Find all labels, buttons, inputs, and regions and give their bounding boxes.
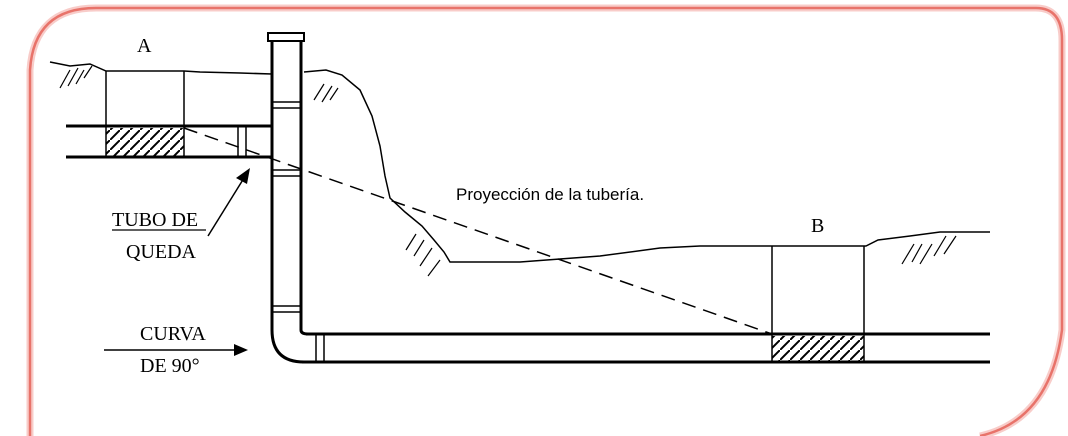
drop-pipe-label-line2: QUEDA: [126, 241, 197, 263]
hatch-a: [106, 128, 184, 157]
point-a-label: A: [137, 35, 152, 57]
elbow-label-line2: DE 90°: [140, 355, 200, 377]
elbow-outer: [270, 329, 305, 364]
vertical-pipe-cap: [267, 32, 305, 42]
hatch-b: [772, 336, 864, 361]
elbow-label-line1: CURVA: [140, 323, 206, 345]
terrain-left-tufts: [59, 65, 93, 89]
drop-pipe-arrow: [207, 168, 250, 237]
elbow-arrow: [104, 344, 248, 356]
frame-border-inner: [28, 6, 1064, 436]
point-b-label: B: [811, 215, 824, 237]
terrain-left: [49, 61, 273, 75]
terrain-slope-tufts: [313, 83, 957, 277]
projection-label: Proyección de la tubería.: [456, 185, 644, 204]
drop-pipe-label-line1: TUBO DE: [112, 209, 198, 231]
projection-dashed-line: [183, 127, 773, 335]
terrain-slope: [303, 69, 990, 263]
